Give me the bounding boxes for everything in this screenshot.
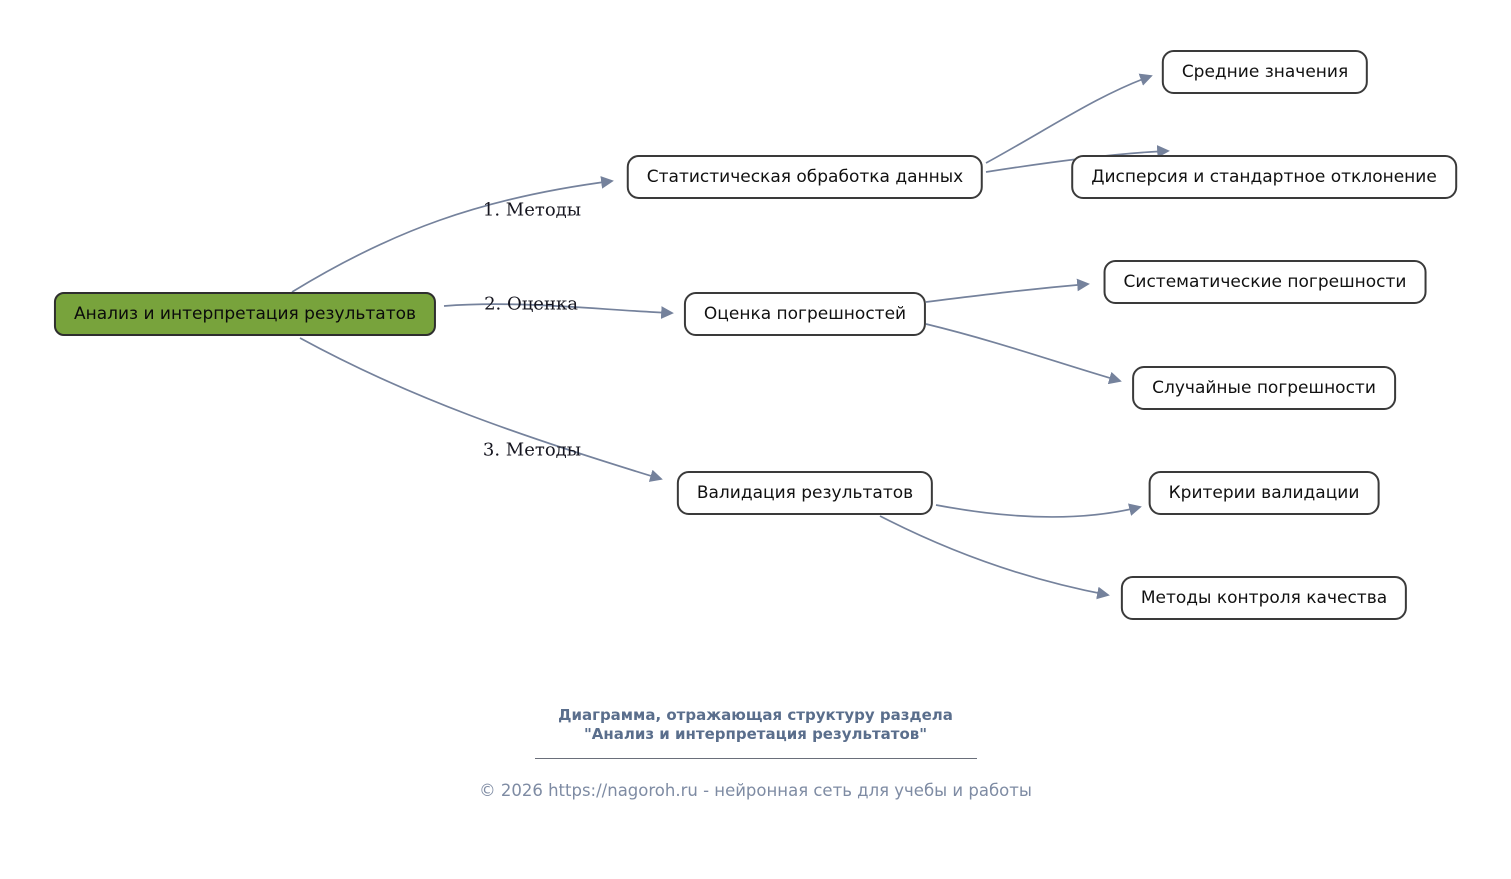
edge-label-methods-3: 3. Методы	[482, 439, 582, 461]
footer-copyright: © 2026 https://nagoroh.ru - нейронная се…	[479, 781, 1032, 800]
edge-statistics-to-means	[985, 73, 1153, 164]
edge-label-estimation: 2. Оценка	[484, 293, 578, 315]
edge-validation-to-criteria	[935, 503, 1142, 518]
node-mean-values: Средние значения	[1161, 50, 1369, 94]
footer: Диаграмма, отражающая структуру раздела …	[0, 706, 1511, 800]
footer-title-line1: Диаграмма, отражающая структуру раздела	[558, 706, 953, 724]
node-systematic-errors: Систематические погрешности	[1103, 260, 1427, 304]
node-statistical-processing: Статистическая обработка данных	[626, 155, 984, 199]
edge-root-to-errors	[443, 303, 674, 319]
edge-errors-to-systematic	[925, 278, 1090, 303]
footer-title-line2: "Анализ и интерпретация результатов"	[583, 725, 928, 743]
node-dispersion-std: Дисперсия и стандартное отклонение	[1071, 155, 1457, 199]
node-random-errors: Случайные погрешности	[1132, 366, 1396, 410]
edge-validation-to-quality	[879, 515, 1110, 600]
edge-errors-to-random	[925, 323, 1122, 385]
edge-label-methods-1: 1. Методы	[482, 199, 582, 221]
node-error-estimation: Оценка погрешностей	[683, 292, 927, 336]
footer-divider	[534, 758, 977, 759]
node-validation-criteria: Критерии валидации	[1148, 471, 1380, 515]
edge-root-to-statistics	[291, 176, 614, 293]
node-quality-control-methods: Методы контроля качества	[1120, 576, 1408, 620]
edge-root-to-validation	[299, 337, 663, 482]
node-results-validation: Валидация результатов	[676, 471, 934, 515]
node-root: Анализ и интерпретация результатов	[53, 292, 437, 336]
